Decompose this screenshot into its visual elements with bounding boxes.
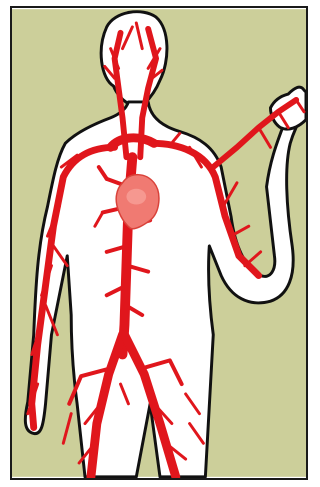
illustration-frame	[10, 6, 308, 480]
circulatory-system-illustration	[12, 8, 306, 478]
heart-highlight	[126, 189, 146, 205]
